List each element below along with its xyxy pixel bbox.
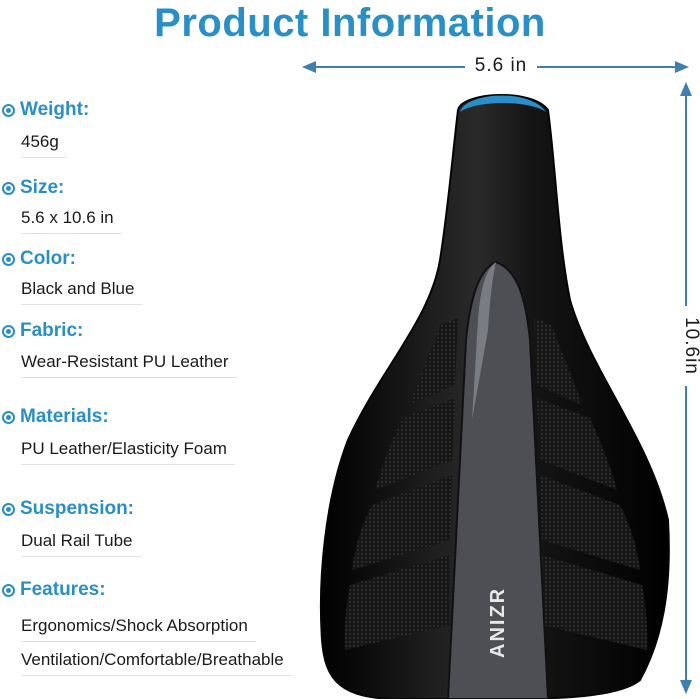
right-texture-panel — [542, 555, 648, 650]
spec-list: Weight: 456g Size: 5.6 x 10.6 in Color: … — [0, 0, 300, 699]
height-dimension-label: 10.6in — [677, 306, 700, 386]
bullet-icon — [2, 502, 15, 516]
spec-label-color: Color: — [2, 246, 76, 272]
spec-value-features-2: Ventilation/Comfortable/Breathable — [21, 647, 292, 676]
right-texture-panel — [534, 318, 582, 405]
bullet-icon — [2, 252, 15, 266]
bullet-icon — [2, 181, 15, 195]
page-title: Product Information — [154, 1, 546, 45]
bullet-icon — [2, 103, 15, 117]
left-texture-panel — [375, 398, 455, 490]
spec-value-features-1: Ergonomics/Shock Absorption — [21, 613, 256, 642]
right-texture-panel — [537, 398, 617, 490]
spec-label-size: Size: — [2, 175, 64, 201]
width-dimension-label: 5.6 in — [465, 52, 537, 80]
center-strip — [446, 260, 550, 699]
spec-value-size: 5.6 x 10.6 in — [21, 205, 122, 234]
center-strip-highlight — [472, 262, 496, 420]
spec-value-fabric: Wear-Resistant PU Leather — [21, 349, 237, 378]
spec-value-materials: PU Leather/Elasticity Foam — [21, 436, 235, 465]
spec-label-weight: Weight: — [2, 97, 89, 123]
blue-nose-cap — [460, 95, 546, 112]
bullet-icon — [2, 324, 15, 338]
brand-logo-text: ANIZR — [487, 586, 509, 658]
bullet-icon — [2, 583, 15, 597]
spec-label-materials: Materials: — [2, 404, 109, 430]
spec-value-suspension: Dual Rail Tube — [21, 528, 141, 557]
left-texture-panel — [344, 555, 450, 650]
bullet-icon — [2, 410, 15, 424]
spec-value-color: Black and Blue — [21, 276, 143, 305]
right-texture-panel — [540, 475, 640, 570]
height-dimension-arrow — [680, 82, 692, 694]
spec-value-weight: 456g — [21, 129, 67, 158]
spec-label-features: Features: — [2, 577, 106, 603]
spec-label-suspension: Suspension: — [2, 496, 134, 522]
left-texture-panel — [410, 318, 458, 405]
spec-label-fabric: Fabric: — [2, 318, 83, 344]
left-texture-panel — [352, 475, 452, 570]
